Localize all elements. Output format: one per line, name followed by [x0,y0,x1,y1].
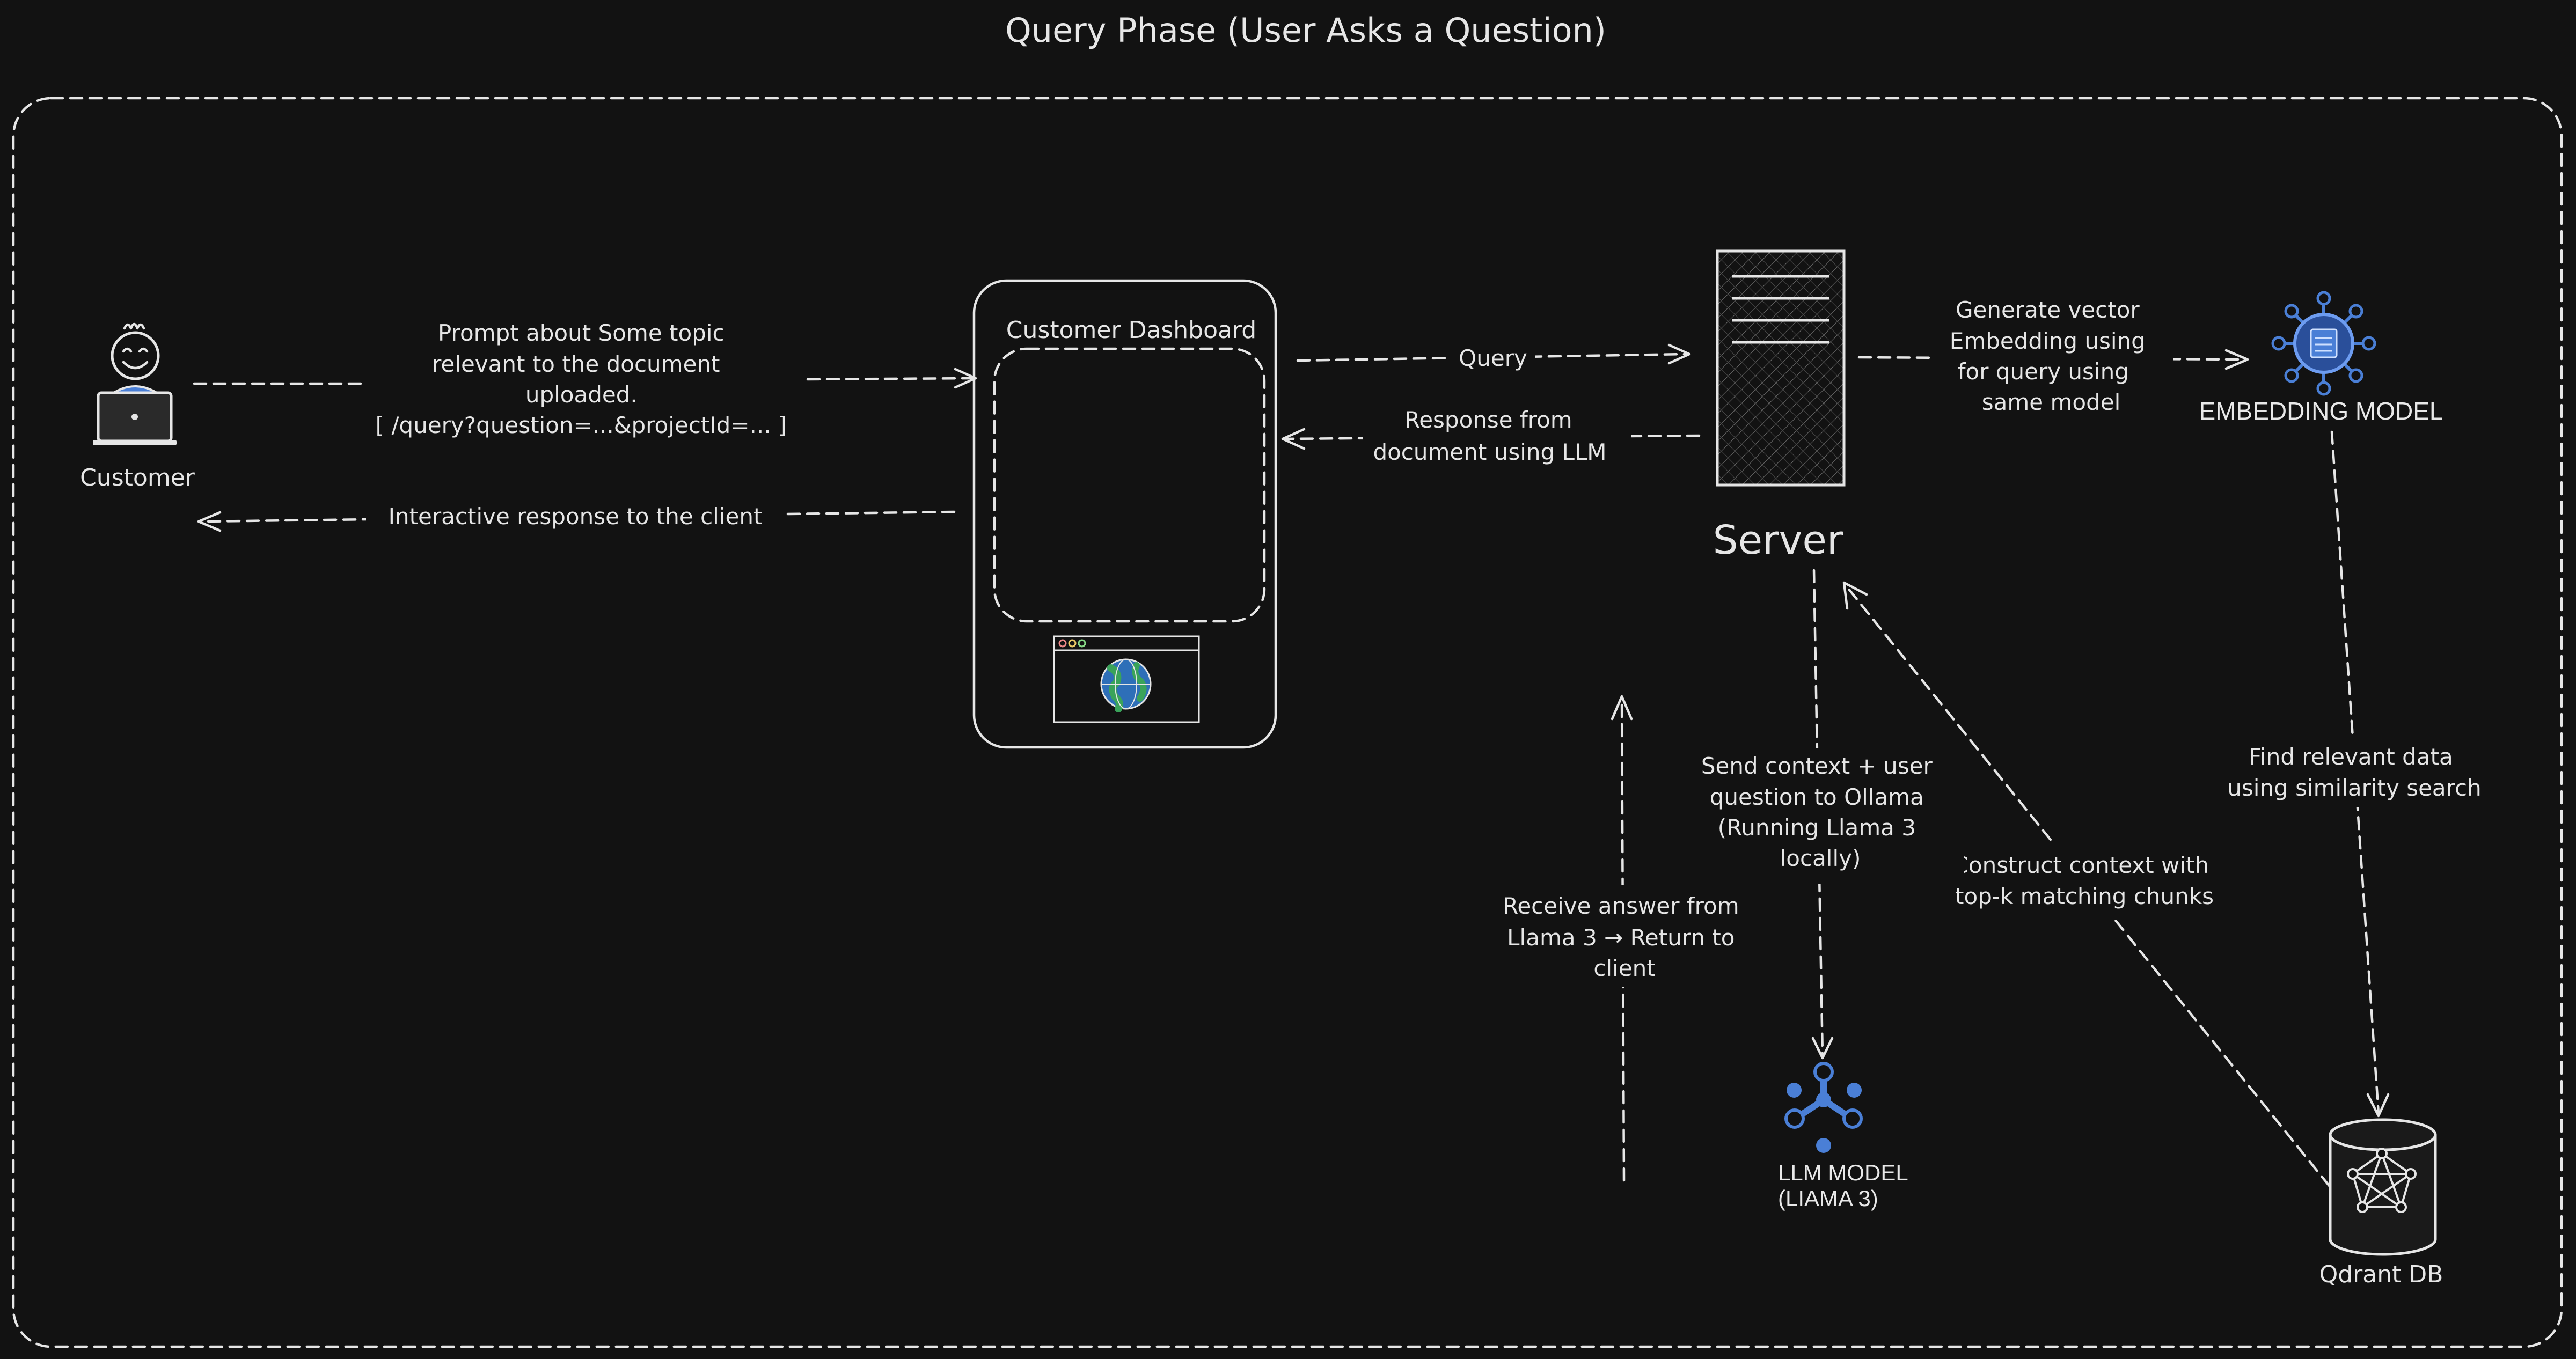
customer-label: Customer [80,464,195,491]
edge-generate-embedding-label: Generate vector Embedding using for quer… [1950,297,2153,415]
globe-icon [1100,658,1152,712]
llm-model-label: LLM MODEL [1778,1160,1908,1185]
edge-similarity-search [2330,430,2390,1118]
customer-icon [93,322,177,445]
dashboard-screen [993,347,1266,623]
outer-frame [12,97,2563,1348]
llm-model-sublabel: (LIAMA 3) [1778,1186,1878,1211]
edge-prompt-label: Prompt about Some topic relevant to the … [376,320,787,438]
edge-prompt [193,368,977,389]
dashboard-frame [972,279,1277,749]
qdrant-db-icon [2329,1118,2437,1256]
edge-construct-context [1842,581,2331,1187]
edge-send-ollama-label: Send context + user question to Ollama (… [1701,753,1940,871]
qdrant-db-label: Qdrant DB [2319,1261,2443,1288]
edge-similarity-search-label: Find relevant data using similarity sear… [2227,744,2481,801]
server-label: Server [1713,517,1843,563]
edge-response-label: Response from document using LLM [1373,407,1606,465]
edge-query-label: Query [1459,345,1527,371]
edge-interactive-response-label: Interactive response to the client [389,503,763,530]
embedding-model-label: EMBEDDING MODEL [2199,397,2443,425]
edge-receive-answer-label: Receive answer from Llama 3 → Return to … [1503,893,1746,981]
llm-model-icon [1784,1062,1863,1153]
dashboard-label: Customer Dashboard [1006,317,1256,344]
edge-construct-context-label: Construct context with top-k matching ch… [1953,852,2216,909]
server-icon [1716,249,1846,487]
embedding-model-icon [2271,291,2376,396]
browser-window-icon [1053,635,1200,723]
diagram-title: Query Phase (User Asks a Question) [1005,11,1606,50]
